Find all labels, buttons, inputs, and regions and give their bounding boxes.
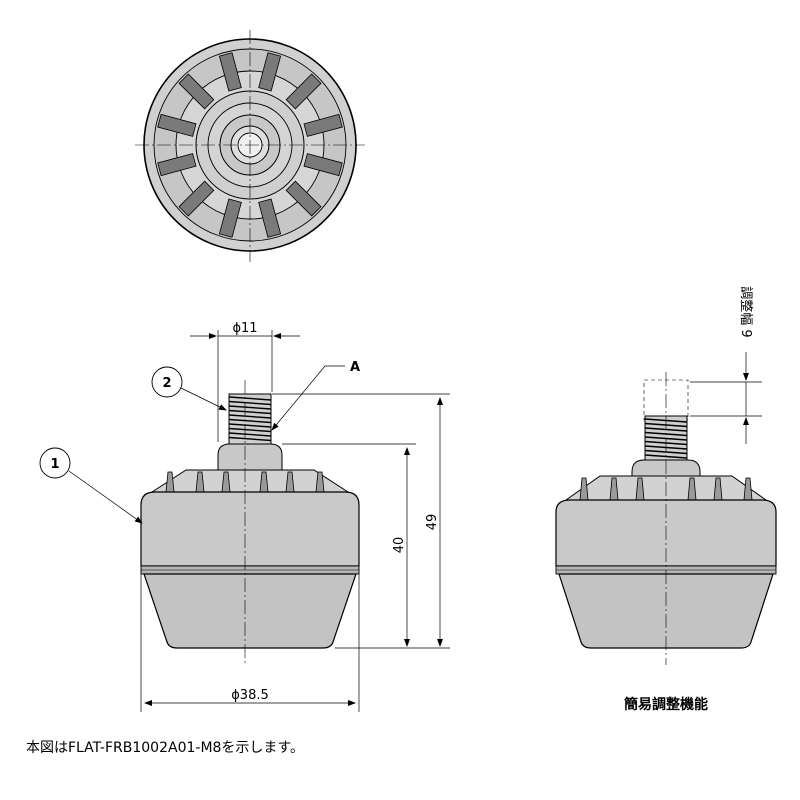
- top-rib: [285, 180, 322, 217]
- top-rib: [258, 198, 282, 238]
- thread-line: [228, 423, 272, 428]
- thread-line: [228, 400, 272, 406]
- side-view: [555, 372, 777, 665]
- top-rib: [178, 180, 215, 217]
- front-dimensions: ϕ11 49 40 ϕ38.5: [140, 321, 450, 712]
- thread-line: [228, 427, 272, 433]
- dim-stud-diameter: ϕ11: [232, 321, 257, 336]
- top-rib: [258, 52, 282, 92]
- dim-height-total: 49: [425, 514, 440, 531]
- top-view: [135, 30, 365, 262]
- top-rib: [178, 73, 215, 110]
- front-rib: [579, 477, 589, 501]
- callout-point-a: A: [350, 360, 360, 375]
- top-rib: [218, 52, 242, 92]
- top-rib: [285, 73, 322, 110]
- front-rib: [221, 471, 231, 493]
- thread-line: [228, 409, 272, 415]
- callout-body-label: 1: [50, 457, 59, 472]
- front-rib: [713, 477, 723, 501]
- callouts: 2 1 A: [39, 360, 360, 524]
- top-rib: [303, 153, 343, 177]
- thread-line: [228, 405, 272, 410]
- front-ribs: [165, 471, 325, 493]
- top-view-ribs: [157, 52, 343, 238]
- front-view: [140, 380, 360, 665]
- thread-line: [228, 418, 272, 424]
- dim-base-diameter: ϕ38.5: [231, 688, 269, 703]
- thread-line: [228, 432, 272, 437]
- front-rib: [285, 471, 295, 493]
- caption-adjust-function: 簡易調整機能: [624, 696, 708, 713]
- front-rib: [687, 477, 697, 501]
- top-rib: [218, 198, 242, 238]
- top-rib: [303, 113, 343, 137]
- front-rib: [165, 471, 175, 493]
- top-rib: [157, 153, 197, 177]
- adjust-dimension: 調整幅 9: [690, 286, 762, 444]
- front-rib: [315, 471, 325, 493]
- thread-line: [228, 396, 272, 401]
- callout-stud-label: 2: [162, 376, 171, 391]
- dim-height-body: 40: [392, 537, 407, 554]
- front-rib: [743, 477, 753, 501]
- stud-threads: [228, 396, 272, 442]
- caption-note: 本図はFLAT-FRB1002A01-M8を示します。: [26, 740, 304, 756]
- front-rib: [259, 471, 269, 493]
- top-rib: [157, 113, 197, 137]
- front-rib: [635, 477, 645, 501]
- front-rib: [195, 471, 205, 493]
- front-rib: [609, 477, 619, 501]
- dim-adjust-range: 調整幅 9: [738, 286, 753, 337]
- side-ribs: [579, 477, 753, 501]
- thread-line: [228, 436, 272, 442]
- thread-line: [228, 414, 272, 419]
